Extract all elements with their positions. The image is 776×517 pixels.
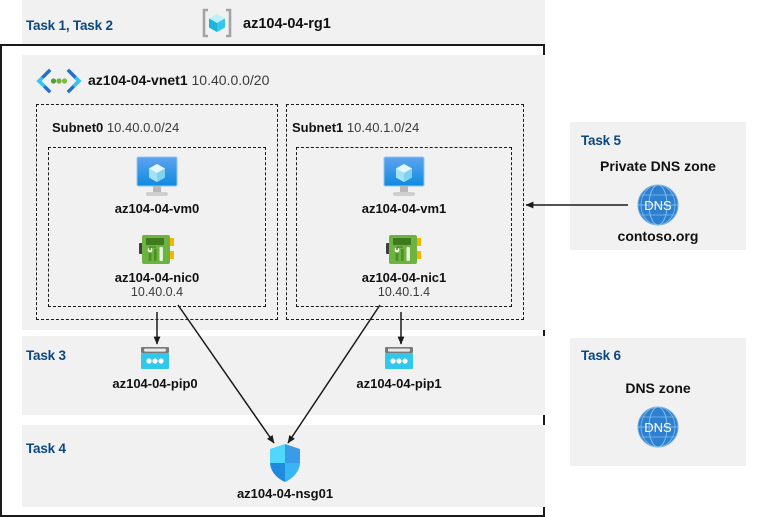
nic-1-name: az104-04-nic1 [361,270,447,285]
virtual-network-name: az104-04-vnet1 [88,72,188,88]
dns-zone-icon[interactable]: DNS [632,182,684,228]
private-dns-zone-title: Private DNS zone [600,158,716,174]
virtual-network-icon [36,68,82,94]
task-label-4: Task 4 [26,441,66,456]
resource-group-frame-left-edge [0,44,2,517]
virtual-machine-icon [354,155,454,199]
network-interface-icon [107,232,207,268]
svg-text:DNS: DNS [644,420,672,435]
virtual-machine-icon [107,155,207,199]
virtual-network-address-space: 10.40.0.0/20 [191,72,270,88]
public-ip-0-name: az104-04-pip0 [112,376,198,391]
task-3-panel [22,336,545,415]
subnet-1-title: Subnet1 10.40.1.0/24 [292,120,419,135]
resource-group-icon [200,8,234,38]
subnet-0-name: Subnet0 [52,120,104,135]
task-label-3: Task 3 [26,348,66,363]
vm-0-name: az104-04-vm0 [114,201,200,216]
public-ip-1-name: az104-04-pip1 [356,376,442,391]
public-ip-node-0[interactable]: az104-04-pip0 [102,344,208,391]
public-ip-address-icon [102,344,208,374]
public-ip-address-icon [346,344,452,374]
nsg-name: az104-04-nsg01 [236,486,334,501]
task-label-6: Task 6 [581,348,621,363]
task-label-1-2: Task 1, Task 2 [26,18,113,33]
nic-node-0[interactable]: az104-04-nic0 10.40.0.4 [107,232,207,299]
subnet-0-cidr: 10.40.0.0/24 [106,120,180,135]
vm-node-1[interactable]: az104-04-vm1 [354,155,454,216]
private-dns-zone-name: contoso.org [617,228,699,244]
nsg-node[interactable]: az104-04-nsg01 [228,442,342,501]
network-interface-icon [354,232,454,268]
nic-1-ip: 10.40.1.4 [377,285,431,299]
subnet-1-vm-group [296,147,512,307]
dns-zone-icon[interactable]: DNS [632,404,684,450]
subnet-0-vm-group [48,147,266,307]
network-security-group-icon [228,442,342,484]
vm-1-name: az104-04-vm1 [361,201,447,216]
nic-node-1[interactable]: az104-04-nic1 10.40.1.4 [354,232,454,299]
resource-group-header-band [22,0,545,44]
subnet-1-cidr: 10.40.1.0/24 [346,120,420,135]
nic-0-ip: 10.40.0.4 [130,285,184,299]
resource-group-name: az104-04-rg1 [243,16,331,32]
public-ip-node-1[interactable]: az104-04-pip1 [346,344,452,391]
vm-node-0[interactable]: az104-04-vm0 [107,155,207,216]
svg-text:DNS: DNS [644,198,672,213]
task-label-5: Task 5 [581,133,621,148]
virtual-network-container [22,55,545,330]
dns-zone-title: DNS zone [625,380,691,396]
subnet-1-container [286,104,524,320]
nic-0-name: az104-04-nic0 [114,270,200,285]
subnet-1-name: Subnet1 [292,120,344,135]
subnet-0-title: Subnet0 10.40.0.0/24 [52,120,179,135]
virtual-network-title: az104-04-vnet1 10.40.0.0/20 [88,72,269,88]
